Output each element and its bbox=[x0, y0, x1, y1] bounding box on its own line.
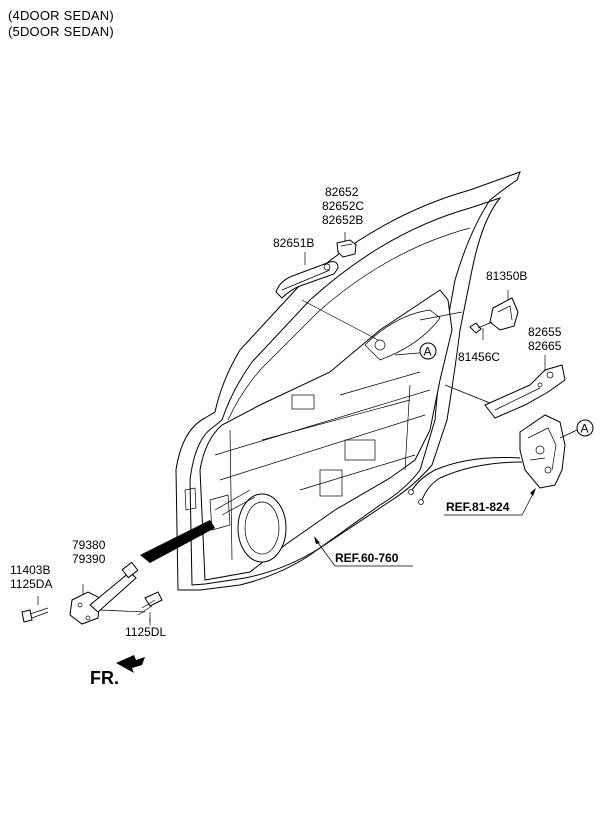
callout-1125dl: 1125DL bbox=[125, 625, 166, 639]
callout-82665: 82665 bbox=[528, 339, 562, 353]
svg-text:A: A bbox=[581, 422, 589, 436]
inside-door-handle bbox=[484, 364, 566, 419]
leader-lines bbox=[37, 232, 546, 625]
door-frame bbox=[175, 171, 521, 591]
latch-cables bbox=[408, 457, 523, 505]
checker-pointer-arrow bbox=[140, 489, 256, 563]
inner-door-panel bbox=[184, 289, 453, 581]
variant-5door-label: (5DOOR SEDAN) bbox=[8, 24, 114, 39]
checker-bolt-left bbox=[21, 607, 49, 623]
callout-79390: 79390 bbox=[72, 552, 106, 566]
callout-81456c: 81456C bbox=[458, 350, 500, 364]
ref-latch-label: REF.81-824 bbox=[446, 500, 510, 514]
callout-82652b: 82652B bbox=[322, 213, 363, 227]
callout-82652c: 82652C bbox=[322, 199, 364, 213]
svg-text:A: A bbox=[424, 345, 432, 359]
callout-11403b: 11403B bbox=[10, 563, 50, 577]
striker-bolt bbox=[469, 321, 493, 334]
marker-a-latch: A bbox=[559, 419, 594, 439]
door-checker bbox=[69, 561, 139, 625]
outside-handle-cover bbox=[336, 239, 357, 258]
callout-82651b: 82651B bbox=[273, 236, 314, 250]
callout-1125da: 1125DA bbox=[10, 577, 52, 591]
front-label: FR. bbox=[90, 668, 119, 688]
marker-a-door: A bbox=[419, 342, 437, 360]
callout-79380: 79380 bbox=[72, 538, 106, 552]
callout-81350b: 81350B bbox=[486, 269, 527, 283]
ref-door-callout: REF.60-760 bbox=[314, 536, 413, 567]
front-direction-indicator: FR. bbox=[90, 655, 145, 688]
checker-bolt-right bbox=[137, 591, 163, 616]
door-striker bbox=[489, 297, 519, 331]
callout-82655: 82655 bbox=[528, 325, 562, 339]
callout-82652: 82652 bbox=[325, 185, 359, 199]
ref-door-label: REF.60-760 bbox=[335, 551, 399, 565]
ref-latch-callout: REF.81-824 bbox=[444, 488, 536, 516]
door-latch bbox=[519, 414, 566, 489]
outside-door-handle bbox=[275, 261, 339, 299]
front-arrow-icon bbox=[116, 655, 145, 673]
variant-4door-label: (4DOOR SEDAN) bbox=[8, 8, 114, 23]
